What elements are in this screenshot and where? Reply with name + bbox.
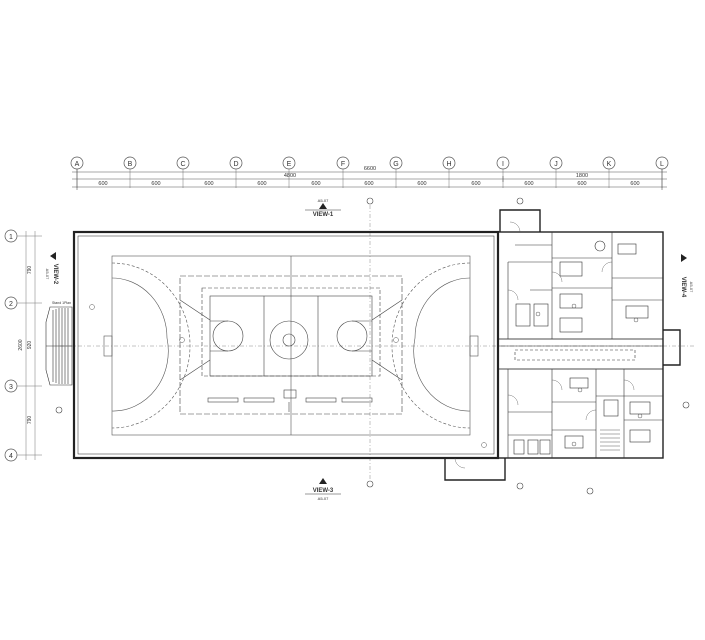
grid-col-k: K — [607, 161, 612, 168]
grid-row-1: 1 — [9, 234, 13, 241]
overall-dimension: 6600 — [364, 166, 376, 172]
dimension-west-block: 4800 — [284, 173, 296, 179]
support-block-walls — [444, 209, 681, 481]
bay-dimension-11: 600 — [630, 181, 639, 187]
grid-row-2: 2 — [9, 301, 13, 308]
bay-dimension-9: 600 — [524, 181, 533, 187]
left-dimension-2: 2600 — [18, 339, 24, 350]
left-dimension-3: 920 — [27, 341, 33, 350]
bay-dimension-8: 600 — [471, 181, 480, 187]
grid-col-a: A — [75, 161, 80, 168]
view-2-ref: A5-07 — [45, 269, 50, 280]
grid-col-b: B — [128, 161, 133, 168]
left-dimension-1: 790 — [27, 266, 33, 275]
bay-dimension-4: 600 — [257, 181, 266, 187]
view-marker-top: VIEW-1 A5-07 — [305, 198, 341, 218]
left-dimension-4: 790 — [27, 416, 33, 425]
view-3-label: VIEW-3 — [313, 488, 334, 494]
bay-dimension-6: 600 — [364, 181, 373, 187]
section-markers — [55, 197, 690, 495]
view-4-ref: A5-07 — [689, 282, 694, 293]
dimension-east-block: 1800 — [576, 173, 588, 179]
grid-col-g: G — [393, 161, 398, 168]
stand-plan-label: Stand 1Plan — [52, 301, 71, 305]
handball-court — [103, 255, 479, 436]
bay-dimension-7: 600 — [417, 181, 426, 187]
grid-col-j: J — [554, 161, 558, 168]
view-2-label: VIEW-2 — [52, 264, 58, 285]
grid-row-bubbles — [4, 229, 18, 462]
basketball-court — [179, 275, 403, 415]
view-marker-right: VIEW-4 A5-07 — [680, 254, 694, 298]
grid-col-i: I — [502, 161, 504, 168]
top-dimension-lines — [72, 169, 667, 190]
grid-col-l: L — [660, 161, 664, 168]
view-4-label: VIEW-4 — [680, 277, 686, 298]
view-3-ref: A5-07 — [318, 496, 329, 501]
view-1-ref: A5-07 — [318, 198, 329, 203]
bay-dimension-10: 600 — [577, 181, 586, 187]
bay-dimension-3: 600 — [204, 181, 213, 187]
view-1-label: VIEW-1 — [313, 212, 334, 218]
spectator-stand — [45, 306, 73, 386]
grid-col-e: E — [287, 161, 292, 168]
door-swings — [454, 221, 635, 469]
grid-row-4: 4 — [9, 453, 13, 460]
room-tags — [89, 303, 643, 448]
support-rooms — [507, 232, 663, 458]
bay-dimension-5: 600 — [311, 181, 320, 187]
view-marker-bottom: VIEW-3 A5-07 — [305, 478, 341, 501]
grid-col-c: C — [180, 161, 185, 168]
grid-row-3: 3 — [9, 384, 13, 391]
grid-col-f: F — [341, 161, 345, 168]
grid-col-d: D — [233, 161, 238, 168]
view-marker-left: VIEW-2 A5-07 — [45, 252, 58, 285]
grid-col-h: H — [446, 161, 451, 168]
bay-dimension-1: 600 — [98, 181, 107, 187]
bay-dimension-2: 600 — [151, 181, 160, 187]
